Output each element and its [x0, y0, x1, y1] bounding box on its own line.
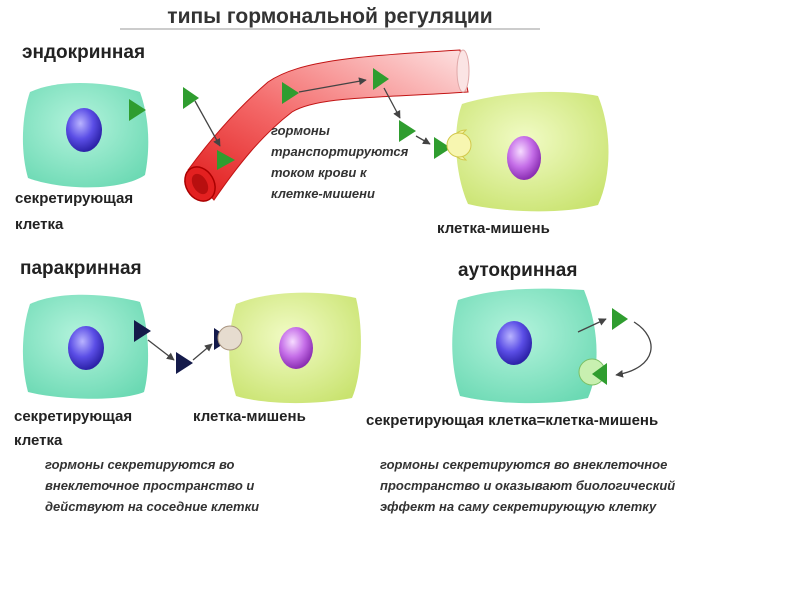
nucleus-icon [66, 108, 102, 152]
autocrine-note-line: гормоны секретируются во внеклеточное [380, 457, 667, 472]
hormone-triangle-icon [176, 352, 193, 374]
hormone-triangle-icon [612, 308, 628, 330]
autocrine-heading: аутокринная [458, 260, 577, 281]
endocrine-note-line: транспортируются [271, 144, 409, 159]
page-title: типы гормональной регуляции [167, 5, 492, 28]
endocrine-secreting-label-2: клетка [15, 216, 64, 233]
paracrine-secreting-label-2: клетка [14, 432, 63, 449]
nucleus-icon [507, 136, 541, 180]
paracrine-heading: паракринная [20, 258, 142, 279]
endocrine-note-line: клетке-мишени [271, 186, 375, 201]
receptor-icon [218, 326, 242, 350]
receptor-icon [447, 133, 471, 157]
arrow-icon [148, 340, 174, 360]
endocrine-note-line: гормоны [271, 123, 330, 138]
endocrine-target-label: клетка-мишень [437, 220, 550, 237]
paracrine-note-line: действуют на соседние клетки [45, 499, 259, 514]
nucleus-icon [496, 321, 532, 365]
paracrine-target-label: клетка-мишень [193, 408, 306, 425]
endocrine-note-line: током крови к [271, 165, 368, 180]
arrow-icon [193, 344, 212, 360]
endocrine-secreting-label: секретирующая [15, 190, 133, 207]
paracrine-note-line: гормоны секретируются во [45, 457, 234, 472]
endocrine-heading: эндокринная [22, 42, 145, 63]
autocrine-cell-label: секретирующая клетка=клетка-мишень [366, 412, 658, 429]
arrow-icon [616, 322, 651, 375]
arrow-icon [195, 101, 220, 146]
paracrine-note-line: внеклеточное пространство и [45, 478, 254, 493]
hormone-triangle-icon [183, 87, 199, 109]
paracrine-secreting-label: секретирующая [14, 408, 132, 425]
arrow-icon [416, 136, 430, 144]
nucleus-icon [68, 326, 104, 370]
autocrine-note-line: пространство и оказывают биологический [380, 478, 675, 493]
autocrine-note-line: эффект на саму секретирующую клетку [380, 499, 657, 514]
nucleus-icon [279, 327, 313, 369]
hormone-triangle-icon [399, 120, 416, 142]
